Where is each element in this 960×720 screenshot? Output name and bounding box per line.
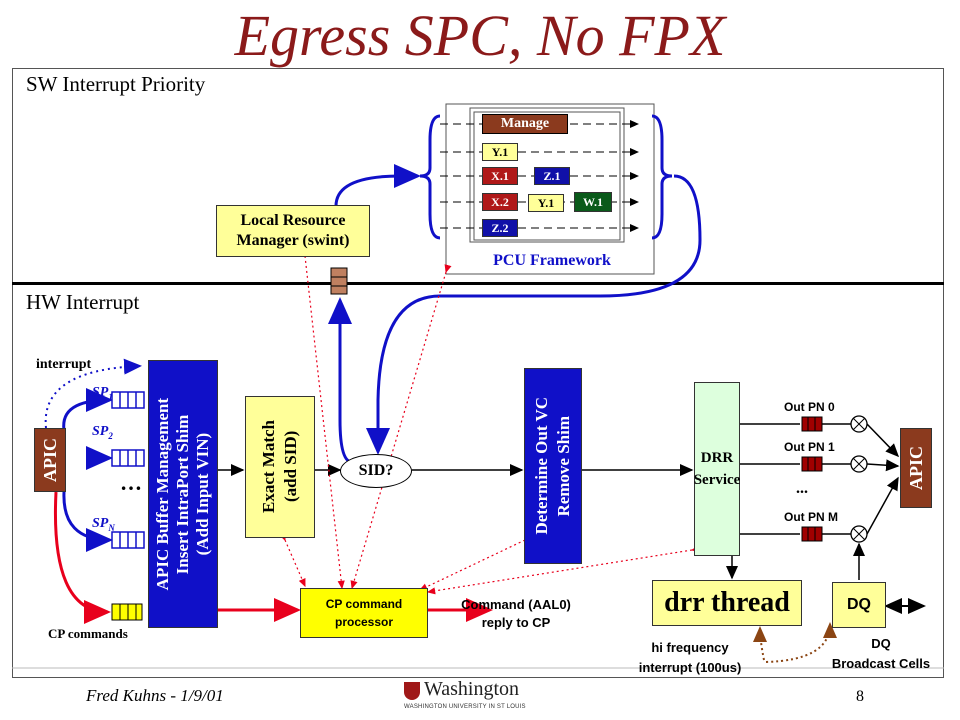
slide-title: Egress SPC, No FPX bbox=[234, 3, 726, 68]
lrm-line2: Manager (swint) bbox=[236, 232, 350, 249]
apic-buffer-management: APIC Buffer Management Insert IntraPort … bbox=[148, 360, 218, 628]
pcu-y1-top: Y.1 bbox=[482, 143, 518, 161]
pcu-framework-label: PCU Framework bbox=[493, 252, 611, 269]
apic-buffer-line2: Insert IntraPort Shim bbox=[173, 414, 192, 574]
command-line2: reply to CP bbox=[481, 615, 551, 630]
command-reply-label: Command (AAL0) reply to CP bbox=[456, 596, 576, 632]
command-line1: Command (AAL0) bbox=[461, 597, 571, 612]
logo-text: Washington bbox=[424, 678, 520, 700]
pcu-manage: Manage bbox=[482, 114, 568, 134]
dq-box: DQ bbox=[832, 582, 886, 628]
pcu-x2: X.2 bbox=[482, 193, 518, 211]
hw-interrupt-label: HW Interrupt bbox=[26, 290, 140, 314]
drr-thread: drr thread bbox=[652, 580, 802, 626]
spn-label: SPN bbox=[92, 516, 115, 533]
determine-out-vc: Determine Out VC Remove Shim bbox=[524, 368, 582, 564]
exact-match-line2: (add SID) bbox=[281, 431, 300, 503]
sw-interrupt-label: SW Interrupt Priority bbox=[26, 72, 206, 96]
out-pn-ellipsis: ... bbox=[796, 480, 808, 497]
logo-subtext: WASHINGTON UNIVERSITY IN ST LOUIS bbox=[404, 704, 526, 710]
cp-proc-line2: processor bbox=[334, 615, 394, 629]
pcu-w1: W.1 bbox=[574, 192, 612, 212]
section-divider bbox=[12, 282, 944, 285]
dq-broadcast-line2: Broadcast Cells bbox=[831, 656, 931, 671]
hifreq-line2: interrupt (100us) bbox=[638, 660, 742, 675]
apic-buffer-line1: APIC Buffer Management bbox=[153, 397, 172, 591]
determine-line1: Determine Out VC bbox=[532, 397, 551, 535]
apic-buffer-line3: (Add Input VIN) bbox=[193, 432, 212, 556]
drr-line1: DRR bbox=[700, 450, 734, 466]
out-pn1-label: Out PN 1 bbox=[784, 440, 835, 454]
lrm-line1: Local Resource bbox=[240, 212, 346, 229]
sp2-label: SP2 bbox=[92, 424, 113, 441]
hifreq-line1: hi frequency bbox=[651, 640, 729, 655]
local-resource-manager: Local Resource Manager (swint) bbox=[216, 205, 370, 257]
page-number: 8 bbox=[856, 688, 864, 705]
footer-author: Fred Kuhns - 1/9/01 bbox=[86, 686, 224, 705]
out-pnm-label: Out PN M bbox=[784, 510, 838, 524]
pcu-x1: X.1 bbox=[482, 167, 518, 185]
cp-command-processor: CP command processor bbox=[300, 588, 428, 638]
exact-match-line1: Exact Match bbox=[259, 420, 278, 514]
drr-service: DRR Service bbox=[694, 382, 740, 556]
cp-proc-line1: CP command bbox=[325, 597, 403, 611]
determine-line2: Remove Shim bbox=[554, 415, 573, 517]
exact-match: Exact Match (add SID) bbox=[245, 396, 315, 538]
pcu-y1-bottom: Y.1 bbox=[528, 194, 564, 212]
sp-ellipsis: … bbox=[120, 470, 142, 495]
cp-commands-label: CP commands bbox=[48, 626, 128, 641]
dq-broadcast-line1: DQ bbox=[871, 636, 891, 651]
apic-right: APIC bbox=[900, 428, 932, 508]
dq-broadcast-label: DQ Broadcast Cells bbox=[816, 634, 946, 674]
hi-frequency-label: hi frequency interrupt (100us) bbox=[620, 638, 760, 678]
diagram-frame bbox=[12, 68, 944, 678]
shield-icon bbox=[404, 682, 420, 700]
sp1-label: SP1 bbox=[92, 385, 113, 402]
pcu-z2: Z.2 bbox=[482, 219, 518, 237]
pcu-z1: Z.1 bbox=[534, 167, 570, 185]
out-pn0-label: Out PN 0 bbox=[784, 400, 835, 414]
apic-left: APIC bbox=[34, 428, 66, 492]
interrupt-label: interrupt bbox=[36, 357, 92, 372]
sid-decision: SID? bbox=[340, 454, 412, 488]
drr-line2: Service bbox=[693, 472, 741, 488]
